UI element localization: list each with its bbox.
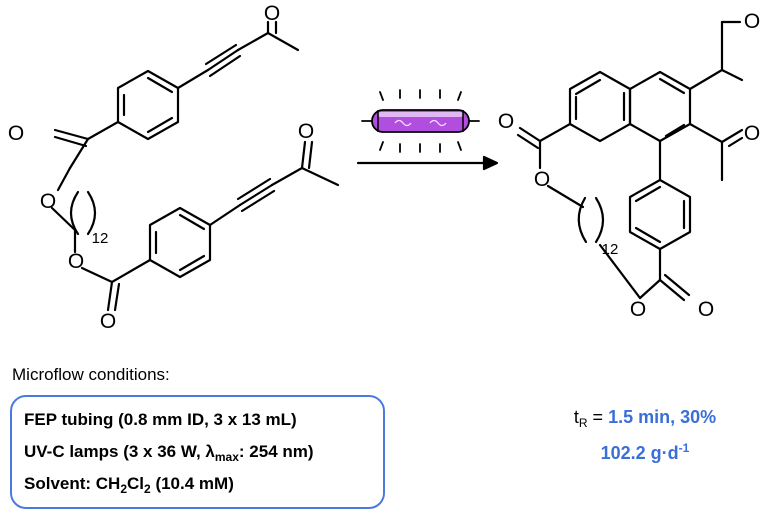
lamps-suffix: : 254 nm) [238, 442, 314, 461]
yield-value: 30% [680, 407, 717, 427]
lambda-subscript: max [214, 450, 239, 464]
atom-o-lower-ketone: O [298, 120, 314, 143]
solvent-suffix: (10.4 mM) [150, 474, 234, 493]
atom-o-product-ketone-bottom: O [744, 122, 760, 145]
reactant-lower-alkyne-ketone [208, 140, 340, 227]
productivity-line: 102.2 g·d-1 [560, 436, 730, 466]
atom-o-product-ketone-top: O [744, 10, 760, 33]
results-block: tR = 1.5 min, 30% 102.2 g·d-1 [560, 405, 730, 466]
residence-time-line: tR = 1.5 min, 30% [560, 405, 730, 436]
t-symbol: t [573, 407, 579, 427]
lamps-prefix: UV-C lamps (3 x 36 W, [24, 442, 206, 461]
condition-tubing: FEP tubing (0.8 mm ID, 3 x 13 mL) [24, 410, 297, 429]
product-chain-subscript: 12 [602, 241, 619, 258]
reaction-arrow [356, 155, 499, 171]
reactant-chain-subscript: 12 [92, 230, 109, 247]
atom-labels: O O O 12 O O O O O O O 12 O O [8, 2, 760, 333]
atom-o-product-lower-ether: O [630, 298, 646, 321]
lambda-symbol: λ [205, 442, 215, 461]
solvent-subscript-2: 2 [144, 482, 151, 496]
reaction-scheme: O O O 12 O O O O O O O 12 O O [8, 2, 760, 333]
condition-lamps: UV-C lamps (3 x 36 W, λmax: 254 nm) [24, 439, 383, 471]
product-upper-ester [516, 122, 572, 170]
atom-o-upper-ether: O [40, 190, 56, 213]
solvent-subscript-1: 2 [120, 482, 128, 496]
equals-sign: = [587, 407, 609, 427]
product-naphthalene-core [568, 70, 692, 143]
atom-o-product-upper-carbonyl: O [498, 110, 514, 133]
product-diketone [688, 20, 744, 182]
product-pendant-benzene-ring [628, 139, 692, 251]
reactant-lower-benzene-ring [148, 206, 212, 279]
t-subscript: R [578, 416, 588, 430]
productivity-value: 102.2 g·d [600, 443, 679, 463]
atom-o-product-lower-carbonyl: O [698, 298, 714, 321]
reactant-upper-benzene-ring [116, 69, 180, 141]
solvent-prefix: Solvent: CH [24, 474, 121, 493]
conditions-box: FEP tubing (0.8 mm ID, 3 x 13 mL) UV-C l… [10, 395, 385, 509]
reactant-upper-alkyne-ketone [176, 20, 300, 90]
residence-time-value: 1.5 min [608, 407, 671, 427]
productivity-exponent: -1 [678, 441, 690, 455]
atom-o-lower-carbonyl: O [100, 310, 116, 333]
atom-o-upper-ketone: O [264, 2, 280, 25]
conditions-title: Microflow conditions: [12, 365, 170, 384]
uv-lamp-icon [361, 89, 480, 153]
condition-solvent: Solvent: CH2Cl2 (10.4 mM) [24, 471, 383, 503]
separator: , [670, 407, 681, 427]
reactant-lower-ester [80, 258, 152, 312]
atom-o-product-upper-ether: O [534, 168, 550, 191]
atom-o-lower-ether: O [68, 250, 84, 273]
atom-o-upper-carbonyl: O [8, 122, 24, 145]
product-lower-ester [638, 247, 691, 302]
reactant-alkyl-chain [50, 190, 97, 254]
reactant-upper-ester [53, 120, 120, 192]
solvent-mid: Cl [127, 474, 145, 493]
product-chain [546, 184, 642, 300]
